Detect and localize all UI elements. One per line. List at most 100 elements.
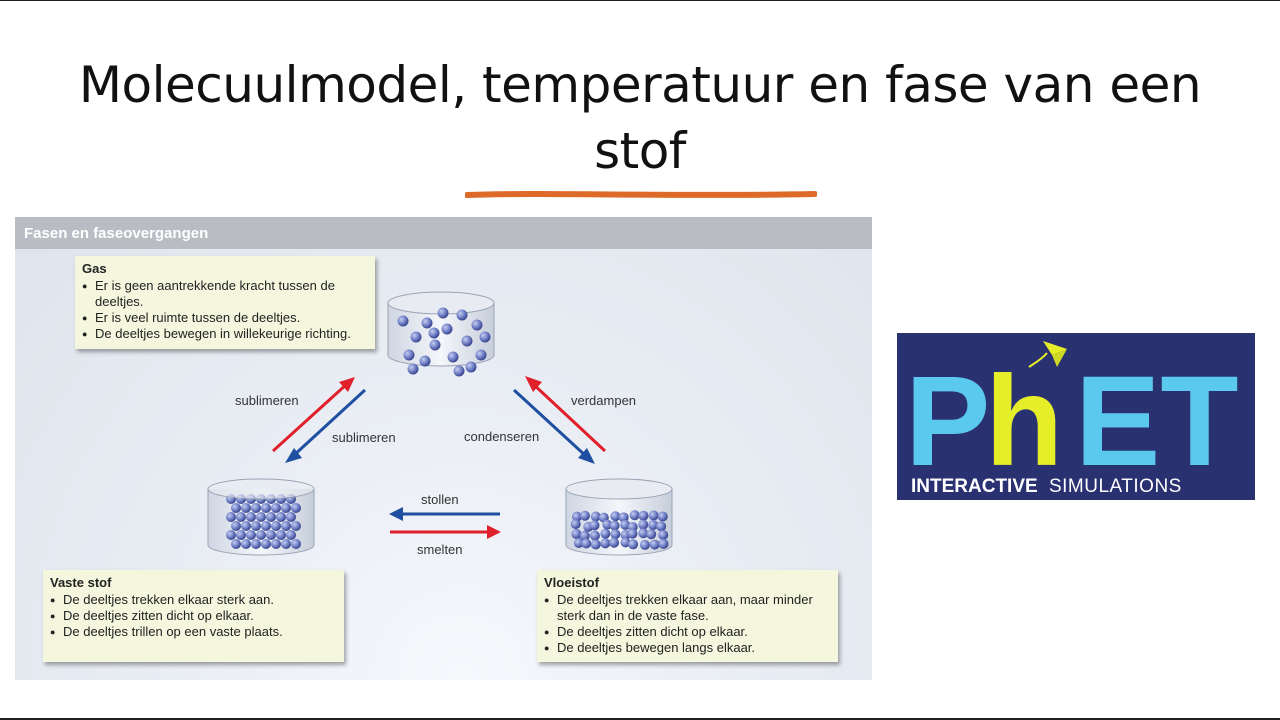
gas-particle <box>479 331 491 343</box>
gas-particle <box>475 349 487 361</box>
solid-particle <box>256 530 266 540</box>
card-vaste-stof-item: De deeltjes zitten dicht op elkaar. <box>50 608 337 624</box>
label-condenseren: condenseren <box>464 429 540 444</box>
phase-diagram: Fasen en faseovergangen <box>15 217 872 680</box>
liquid-particle <box>648 519 659 530</box>
diagram-header-title: Fasen en faseovergangen <box>24 225 209 242</box>
card-vaste-stof-item: De deeltjes trekken elkaar sterk aan. <box>50 592 337 608</box>
liquid-particle <box>620 537 631 548</box>
liquid-particle <box>629 510 640 521</box>
solid-particle <box>261 521 271 531</box>
card-gas-item: Er is geen aantrekkende kracht tussen de… <box>82 278 368 310</box>
liquid-particle <box>579 510 590 521</box>
liquid-particle <box>589 530 600 541</box>
liquid-particle <box>618 512 629 523</box>
solid-particle <box>236 530 246 540</box>
liquid-particles <box>570 510 669 550</box>
gas-particle <box>419 355 431 367</box>
phet-letter-h: h <box>985 350 1063 493</box>
liquid-particle <box>600 538 611 549</box>
solid-particle <box>286 530 296 540</box>
liquid-particle <box>656 521 667 532</box>
liquid-particle <box>581 538 592 549</box>
solid-particle <box>271 503 281 513</box>
arrow-stollen <box>389 507 500 521</box>
diagram-graphics <box>207 291 673 556</box>
solid-particle <box>241 539 251 549</box>
solid-particle <box>276 512 286 522</box>
liquid-particle <box>648 510 659 521</box>
card-gas: Gas Er is geen aantrekkende kracht tusse… <box>75 256 375 349</box>
label-sublimeren-down: sublimeren <box>332 430 396 445</box>
svg-text:INTERACTIVE SIMULATIONS: INTERACTIVE SIMULATIONS <box>911 476 1182 497</box>
liquid-particle <box>649 539 660 550</box>
gas-particle <box>437 307 449 319</box>
gas-particle <box>471 319 483 331</box>
gas-particles <box>397 307 491 377</box>
gas-particle <box>407 363 419 375</box>
liquid-particle <box>638 510 649 521</box>
slide-title: Molecuulmodel, temperatuur en fase van e… <box>78 56 1202 180</box>
solid-particle <box>286 512 296 522</box>
liquid-particle <box>646 529 657 540</box>
liquid-particle <box>590 539 601 550</box>
phet-letters-et: ET <box>1075 350 1239 493</box>
liquid-particle <box>620 519 631 530</box>
liquid-particle <box>610 529 621 540</box>
gas-particle <box>428 327 440 339</box>
gas-particle <box>447 351 459 363</box>
phet-logo: P h ET INTERACTIVE SIMULATIONS <box>897 333 1255 500</box>
solid-particle <box>281 521 291 531</box>
liquid-particle <box>571 529 582 540</box>
solid-particle <box>226 530 236 540</box>
solid-particle <box>246 530 256 540</box>
gas-particle <box>453 365 465 377</box>
liquid-particle <box>573 537 584 548</box>
card-gas-item: Er is veel ruimte tussen de deeltjes. <box>82 310 368 326</box>
label-sublimeren-up: sublimeren <box>235 393 299 408</box>
liquid-particle <box>657 511 668 522</box>
label-stollen: stollen <box>421 492 459 507</box>
gas-particle <box>429 339 441 351</box>
liquid-particle <box>609 520 620 531</box>
solid-particle <box>241 503 251 513</box>
liquid-particle <box>639 539 650 550</box>
arrow-sublimeren-up <box>271 377 355 453</box>
card-vloeistof-item: De deeltjes trekken elkaar aan, maar min… <box>544 592 831 624</box>
gas-particle <box>397 315 409 327</box>
solid-particle <box>261 503 271 513</box>
arrow-verdampen <box>525 376 607 453</box>
gas-particle <box>410 331 422 343</box>
card-gas-item: De deeltjes bewegen in willekeurige rich… <box>82 326 368 342</box>
gas-particle <box>465 361 477 373</box>
solid-particle <box>241 521 251 531</box>
solid-particle <box>231 521 241 531</box>
gas-particle <box>456 309 468 321</box>
paper-plane-icon <box>1028 341 1067 368</box>
card-vloeistof-item: De deeltjes bewegen langs elkaar. <box>544 640 831 656</box>
liquid-particle <box>628 539 639 550</box>
card-vloeistof: Vloeistof De deeltjes trekken elkaar aan… <box>537 570 838 662</box>
solid-particle <box>231 503 241 513</box>
liquid-particle <box>638 528 649 539</box>
solid-particle <box>236 512 246 522</box>
solid-particle <box>266 530 276 540</box>
arrow-condenseren <box>512 388 595 464</box>
solid-particle <box>281 539 291 549</box>
liquid-particle <box>658 538 669 549</box>
solid-particle <box>251 539 261 549</box>
solid-particle <box>281 503 291 513</box>
arrow-smelten <box>390 525 501 539</box>
gas-particle <box>461 335 473 347</box>
solid-particle <box>271 539 281 549</box>
solid-particle <box>271 521 281 531</box>
solid-particle <box>256 512 266 522</box>
solid-particle <box>261 539 271 549</box>
label-verdampen: verdampen <box>571 393 637 408</box>
solid-particle <box>251 503 261 513</box>
solid-particle <box>266 512 276 522</box>
card-gas-title: Gas <box>82 261 107 276</box>
liquid-particle <box>589 520 600 531</box>
solid-particle <box>276 530 286 540</box>
